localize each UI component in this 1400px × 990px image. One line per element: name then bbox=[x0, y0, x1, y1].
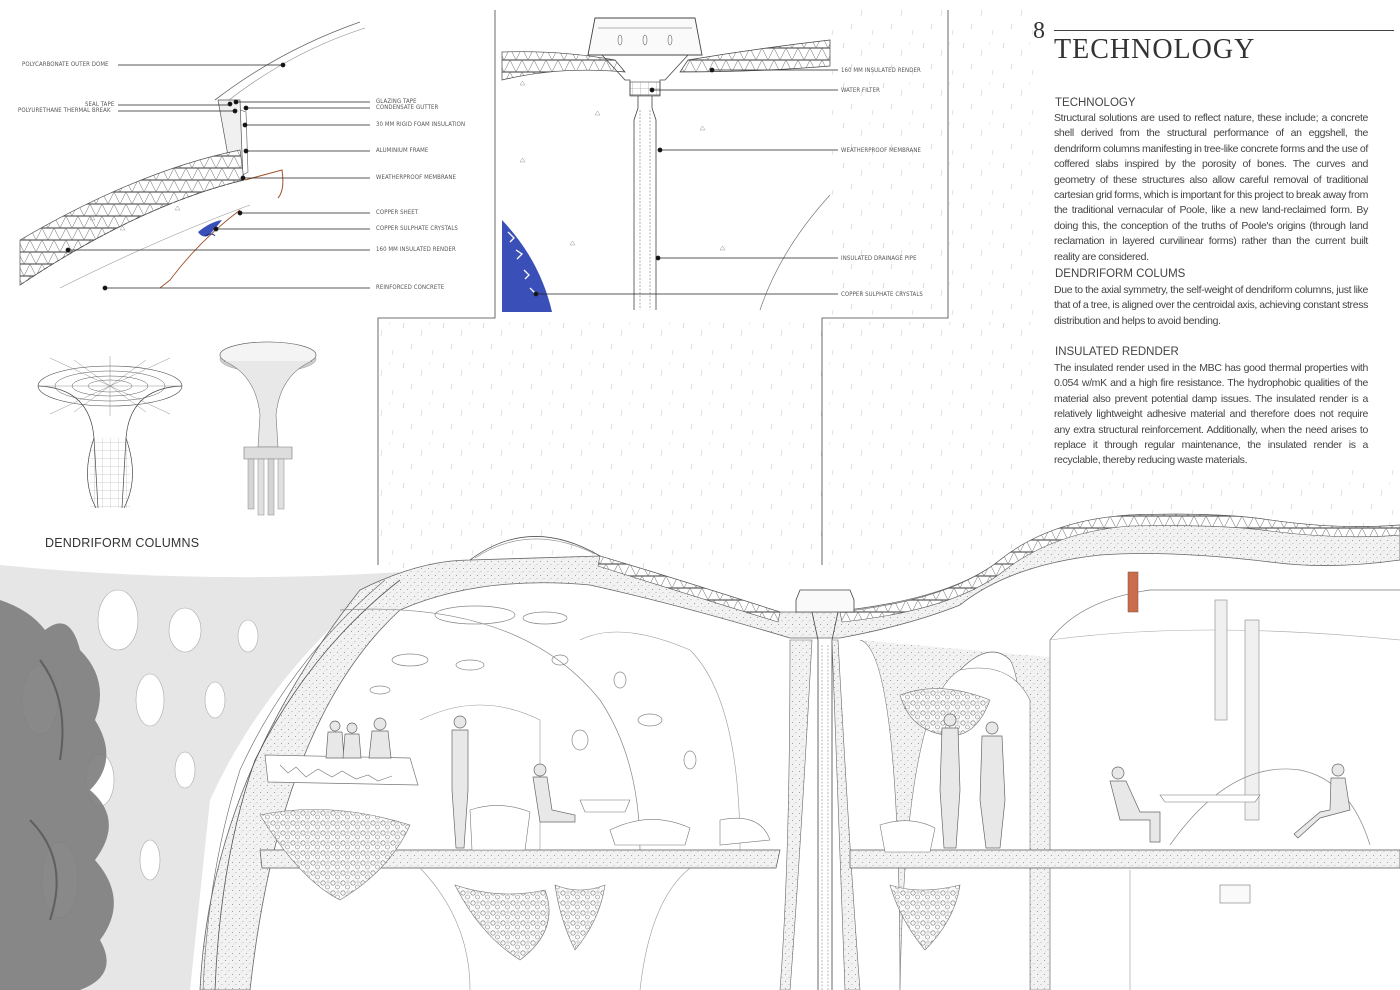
label-concrete: REINFORCED CONCRETE bbox=[376, 284, 445, 291]
label-membrane: WEATHERPROOF MEMBRANE bbox=[376, 174, 456, 181]
section-body-dendriform: Due to the axial symmetry, the self-weig… bbox=[1054, 284, 1368, 327]
label-col-membrane: WEATHERPROOF MEMBRANE bbox=[841, 147, 921, 154]
building-section bbox=[0, 513, 1400, 990]
page-title: TECHNOLOGY bbox=[1054, 34, 1256, 65]
label-col-drainage: INSULATED DRAINAGE PIPE bbox=[841, 255, 917, 262]
label-crystals: COPPER SULPHATE CRYSTALS bbox=[376, 225, 458, 232]
title-rule bbox=[1054, 30, 1394, 31]
dome-detail-drawing bbox=[19, 21, 370, 291]
section-heading-render: INSULATED REDNDER bbox=[1055, 346, 1179, 358]
section-heading-dendriform: DENDRIFORM COLUMS bbox=[1055, 268, 1186, 280]
dendriform-caption: DENDRIFORM COLUMNS bbox=[45, 536, 200, 550]
label-foam: 30 MM RIGID FOAM INSULATION bbox=[376, 121, 466, 128]
section-body-render: The insulated render used in the MBC has… bbox=[1054, 362, 1368, 467]
column-detail-drawing bbox=[377, 10, 949, 565]
label-polycarbonate: POLYCARBONATE OUTER DOME bbox=[22, 61, 109, 68]
dendriform-wireframe bbox=[37, 356, 183, 509]
section-body-technology: Structural solutions are used to reflect… bbox=[1054, 112, 1368, 263]
page-number: 8 bbox=[1033, 18, 1045, 44]
label-aluminium: ALUMINIUM FRAME bbox=[376, 147, 429, 154]
rain-texture bbox=[380, 320, 1040, 570]
label-glazing-tape: GLAZING TAPE bbox=[376, 98, 417, 105]
section-heading-technology: TECHNOLOGY bbox=[1055, 97, 1136, 109]
label-seal-tape: SEAL TAPE bbox=[85, 101, 115, 108]
label-render: 160 MM INSULATED RENDER bbox=[376, 246, 456, 253]
label-copper: COPPER SHEET bbox=[376, 209, 419, 216]
dendriform-render bbox=[219, 341, 317, 516]
label-thermal-break: POLYURETHANE THERMAL BREAK bbox=[18, 107, 111, 114]
label-gutter: CONDENSATE GUTTER bbox=[376, 104, 439, 111]
label-col-crystals: COPPER SULPHATE CRYSTALS bbox=[841, 291, 923, 298]
label-col-render: 160 MM INSULATED RENDER bbox=[841, 67, 921, 74]
rain-texture bbox=[830, 10, 1040, 330]
label-col-filter: WATER FILTER bbox=[841, 87, 880, 94]
